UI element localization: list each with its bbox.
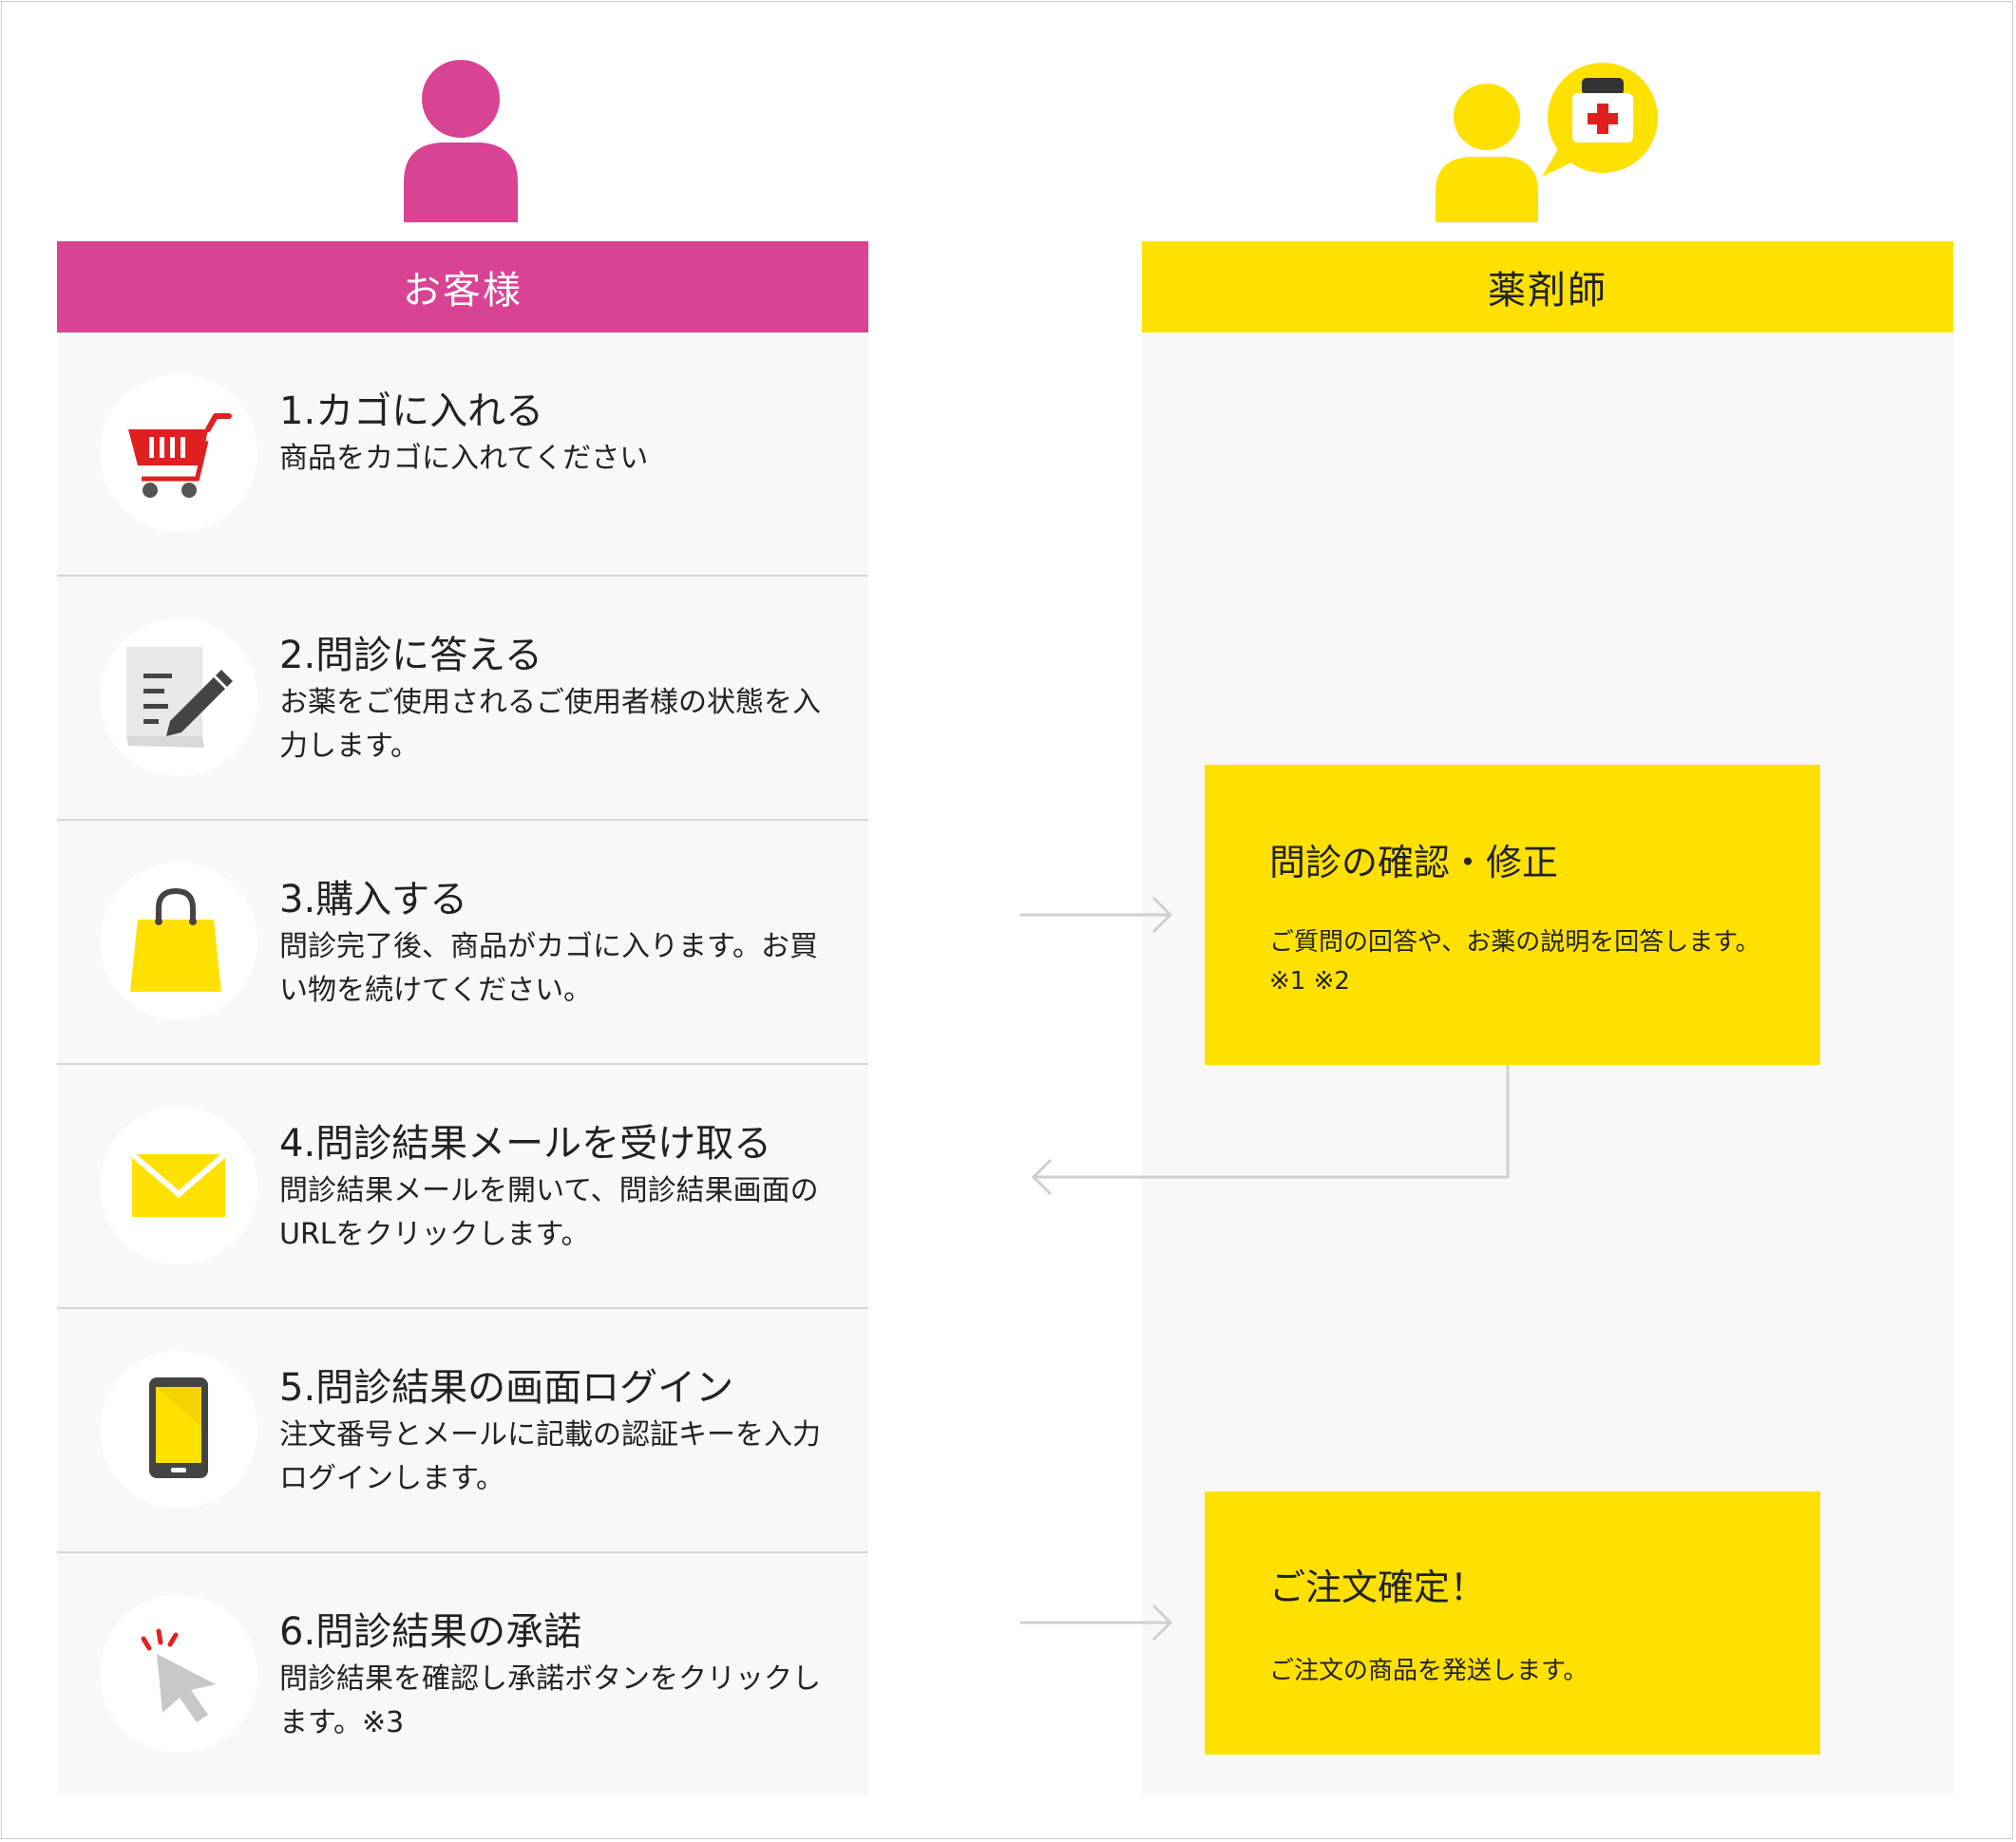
smartphone-icon bbox=[149, 1377, 208, 1478]
step-3-purchase: 3.購入する 問診完了後、商品がカゴに入ります。お買い物を続けてください。 bbox=[57, 821, 868, 1065]
customer-steps-panel: 1.カゴに入れる 商品をカゴに入れてください 2.問診に答える お薬をご使用され… bbox=[57, 332, 868, 1795]
pharmacist-box-title: 問診の確認・修正 bbox=[1269, 842, 1559, 883]
cursor-click-icon bbox=[141, 1628, 216, 1722]
step-description: お薬をご使用されるご使用者様の状態を入力します。 bbox=[279, 686, 821, 763]
step-title: 3.購入する bbox=[279, 878, 468, 921]
step-icon-circle bbox=[100, 1595, 257, 1753]
envelope-icon bbox=[130, 1151, 227, 1217]
shopping-bag-icon bbox=[130, 887, 221, 992]
pharmacist-box-description: ご注文の商品を発送します。 bbox=[1269, 1657, 1588, 1685]
pharmacist-avatar-icon bbox=[1436, 63, 1658, 222]
pharmacist-box-title: ご注文確定！ bbox=[1269, 1567, 1487, 1608]
customer-column-header: お客様 bbox=[57, 241, 868, 332]
step-icon-circle bbox=[100, 1107, 257, 1264]
step-title: 6.問診結果の承諾 bbox=[279, 1610, 582, 1654]
pharmacist-column-header: 薬剤師 bbox=[1142, 241, 1953, 332]
step-icon-circle bbox=[100, 1351, 257, 1509]
step-title: 5.問診結果の画面ログイン bbox=[279, 1366, 734, 1410]
step-5-result-login: 5.問診結果の画面ログイン 注文番号とメールに記載の認証キーを入力ログインします… bbox=[57, 1309, 868, 1553]
step-description: 商品をカゴに入れてください bbox=[279, 442, 649, 475]
pharmacist-order-confirmed-box: ご注文確定！ ご注文の商品を発送します。 bbox=[1205, 1491, 1820, 1755]
step-description: 注文番号とメールに記載の認証キーを入力ログインします。 bbox=[279, 1418, 821, 1495]
shopping-cart-icon bbox=[128, 413, 232, 498]
pharmacist-box-description: ご質問の回答や、お薬の説明を回答します。※1 ※2 bbox=[1269, 928, 1760, 996]
step-description: 問診完了後、商品がカゴに入ります。お買い物を続けてください。 bbox=[279, 930, 818, 1007]
customer-avatar-icon bbox=[404, 60, 518, 222]
step-title: 2.問診に答える bbox=[279, 634, 542, 677]
step-1-add-to-cart: 1.カゴに入れる 商品をカゴに入れてください bbox=[57, 332, 868, 577]
step-description: 問診結果メールを開いて、問診結果画面のURLをクリックします。 bbox=[279, 1174, 819, 1251]
step-description: 問診結果を確認し承諾ボタンをクリックします。※3 bbox=[279, 1662, 821, 1739]
pharmacist-column-label: 薬剤師 bbox=[1488, 269, 1607, 313]
step-icon-circle bbox=[100, 618, 257, 776]
step-6-accept-result: 6.問診結果の承諾 問診結果を確認し承諾ボタンをクリックします。※3 bbox=[57, 1553, 868, 1800]
step-title: 4.問診結果メールを受け取る bbox=[279, 1122, 772, 1166]
pharmacist-review-box: 問診の確認・修正 ご質問の回答や、お薬の説明を回答します。※1 ※2 bbox=[1205, 765, 1820, 1065]
step-4-receive-result-mail: 4.問診結果メールを受け取る 問診結果メールを開いて、問診結果画面のURLをクリ… bbox=[57, 1065, 868, 1309]
form-pen-icon bbox=[126, 647, 233, 748]
step-title: 1.カゴに入れる bbox=[279, 389, 544, 433]
step-2-answer-questionnaire: 2.問診に答える お薬をご使用されるご使用者様の状態を入力します。 bbox=[57, 577, 868, 821]
step-icon-circle bbox=[100, 374, 257, 532]
step-icon-circle bbox=[100, 863, 257, 1020]
customer-column-label: お客様 bbox=[403, 269, 523, 313]
pharmacist-steps-panel: 問診の確認・修正 ご質問の回答や、お薬の説明を回答します。※1 ※2 ご注文確定… bbox=[1142, 332, 1953, 1795]
